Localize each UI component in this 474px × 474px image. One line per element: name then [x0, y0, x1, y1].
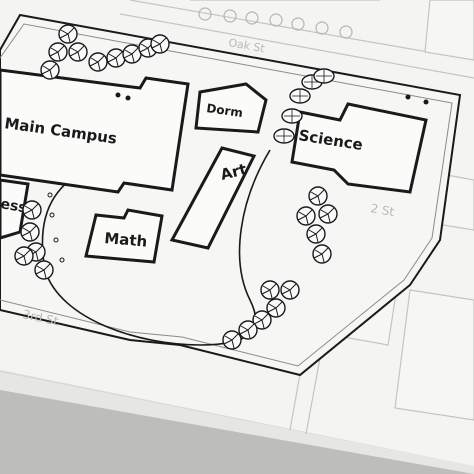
- building-partial-left[interactable]: [0, 178, 30, 240]
- building-art[interactable]: [169, 146, 257, 250]
- top-planters: [198, 7, 353, 39]
- street-label-top: Oak St: [227, 36, 266, 55]
- path-markers: [47, 192, 65, 263]
- label-art: Art: [219, 160, 249, 184]
- label-dorm: Dorm: [206, 101, 244, 120]
- paper-stack-sheet: [0, 372, 474, 474]
- building-science[interactable]: [290, 102, 428, 194]
- building-dorm[interactable]: [194, 82, 268, 134]
- street-label-right: 2 St: [369, 201, 395, 219]
- building-main-campus[interactable]: [0, 68, 190, 194]
- building-math[interactable]: [84, 208, 164, 264]
- entrance-dot-icon: [115, 92, 429, 105]
- label-partial-left: ess: [0, 196, 28, 216]
- label-math: Math: [104, 229, 148, 251]
